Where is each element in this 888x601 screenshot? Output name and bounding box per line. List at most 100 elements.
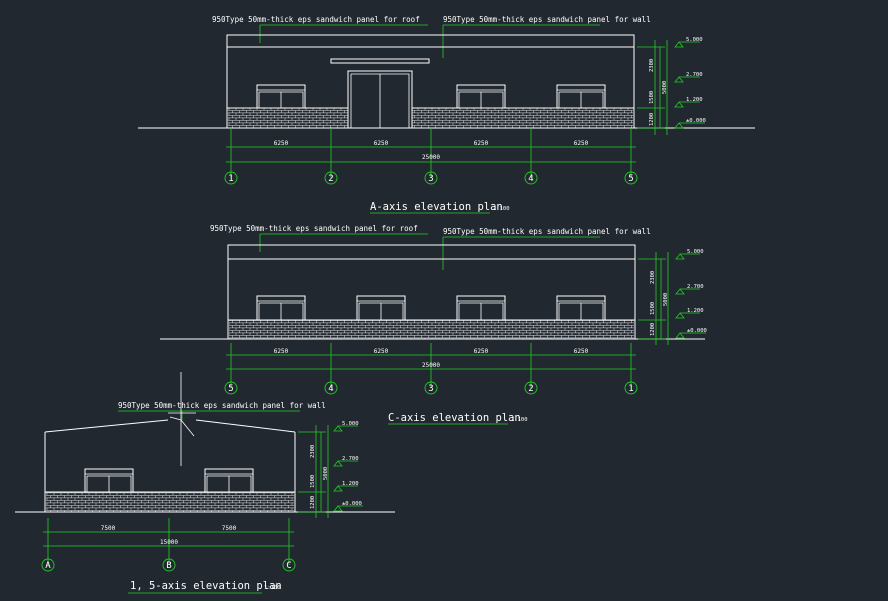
a-axis-bubble [624, 171, 638, 185]
a-vdim-3: 1200 [649, 113, 655, 126]
a-vdim-2: 1500 [649, 91, 655, 104]
a-axis-bubble [424, 171, 438, 185]
a-window-3 [556, 84, 606, 109]
c-vertical-dim-lines [638, 252, 669, 345]
c-window-4 [556, 295, 606, 321]
g-bay-dim-2: 7500 [222, 525, 237, 532]
a-axis-label: 1 [228, 174, 233, 184]
c-bay-dim-2: 6250 [374, 348, 389, 355]
c-level-2: 2.700 [687, 284, 704, 290]
g-vertical-dim-lines [298, 425, 329, 518]
g-axis-bubble [41, 558, 55, 572]
a-brick-base [228, 108, 633, 128]
a-vdim-1: 2300 [649, 59, 655, 72]
a-level-3: 1.200 [686, 97, 703, 103]
g-level-2: 2.700 [342, 456, 359, 462]
a-dim-lines [226, 128, 636, 178]
c-axis-label: 3 [428, 384, 433, 394]
c-overall-height: 5000 [663, 293, 669, 306]
a-level-1: 5.000 [686, 37, 703, 43]
a-door-canopy [330, 58, 430, 64]
c-roof-note: 950Type 50mm-thick eps sandwich panel fo… [210, 224, 418, 233]
a-axis-elevation: 950Type 50mm-thick eps sandwich panel fo… [138, 15, 755, 214]
g-level-marks [333, 425, 363, 512]
g-gable-outline [44, 419, 296, 512]
c-axis-bubble [524, 381, 538, 395]
g-overall-height: 5000 [323, 467, 329, 480]
g-window-1 [84, 468, 134, 493]
c-title: C-axis elevation plan [388, 412, 521, 424]
a-axis-label: 3 [428, 174, 433, 184]
g-window-2 [204, 468, 254, 493]
c-axis-bubble [424, 381, 438, 395]
c-axis-bubble [224, 381, 238, 395]
c-dim-lines [226, 343, 636, 388]
c-note-leaders [259, 233, 600, 270]
c-vdim-1: 2300 [650, 271, 656, 284]
g-axis-bubble [282, 558, 296, 572]
c-level-1: 5.000 [687, 249, 704, 255]
c-brick-base [229, 320, 634, 339]
a-bay-dim-3: 6250 [474, 140, 489, 147]
c-vdim-3: 1200 [650, 323, 656, 336]
c-scale: 1:100 [511, 417, 528, 423]
a-axis-label: 5 [628, 174, 633, 184]
c-axis-label: 1 [628, 384, 633, 394]
g-axis-label: B [166, 561, 171, 571]
g-dim-lines [43, 518, 294, 565]
a-scale: 1:100 [493, 206, 510, 212]
c-axis-elevation: 950Type 50mm-thick eps sandwich panel fo… [160, 224, 707, 425]
c-window-1 [256, 295, 306, 321]
a-level-4: ±0.000 [686, 118, 706, 124]
c-axis-label: 4 [328, 384, 333, 394]
a-axis-bubble [324, 171, 338, 185]
a-title: A-axis elevation plan [370, 201, 503, 213]
a-axis-bubble [224, 171, 238, 185]
g-level-3: 1.200 [342, 481, 359, 487]
g-axis-label: A [45, 561, 51, 571]
c-axis-bubble [324, 381, 338, 395]
a-window-1 [256, 84, 306, 109]
g-wall-note: 950Type 50mm-thick eps sandwich panel fo… [118, 401, 326, 410]
a-overall-height: 5000 [662, 81, 668, 94]
c-vdim-2: 1500 [650, 302, 656, 315]
a-window-2 [456, 84, 506, 109]
g-brick-base [46, 492, 294, 512]
g-axis-bubble [162, 558, 176, 572]
c-level-4: ±0.000 [687, 328, 707, 334]
g-scale: 1:100 [264, 585, 281, 591]
c-level-marks [675, 253, 706, 339]
c-axis-label: 5 [228, 384, 233, 394]
a-note-leaders [259, 24, 600, 58]
c-axis-bubble [624, 381, 638, 395]
c-wall-note: 950Type 50mm-thick eps sandwich panel fo… [443, 227, 651, 236]
c-axis-label: 2 [528, 384, 533, 394]
g-total-dim: 15000 [160, 539, 178, 546]
a-bay-dim-2: 6250 [374, 140, 389, 147]
a-bay-dim-4: 6250 [574, 140, 589, 147]
g-bay-dim-1: 7500 [101, 525, 116, 532]
a-axis-label: 2 [328, 174, 333, 184]
g-vdim-3: 1200 [310, 496, 316, 509]
a-vertical-dim-lines [637, 40, 668, 135]
c-bay-dim-1: 6250 [274, 348, 289, 355]
c-bay-dim-4: 6250 [574, 348, 589, 355]
g-axis-label: C [286, 561, 291, 571]
g-vdim-2: 1500 [310, 475, 316, 488]
c-bay-dim-3: 6250 [474, 348, 489, 355]
a-level-marks [674, 41, 705, 129]
a-roof-note: 950Type 50mm-thick eps sandwich panel fo… [212, 15, 420, 24]
a-axis-label: 4 [528, 174, 533, 184]
a-wall-note: 950Type 50mm-thick eps sandwich panel fo… [443, 15, 651, 24]
c-window-3 [456, 295, 506, 321]
c-total-dim: 25000 [422, 362, 440, 369]
a-axis-bubble [524, 171, 538, 185]
gable-elevation: 950Type 50mm-thick eps sandwich panel fo… [15, 372, 395, 594]
a-total-dim: 25000 [422, 154, 440, 161]
c-level-3: 1.200 [687, 308, 704, 314]
a-level-2: 2.700 [686, 72, 703, 78]
a-bay-dim-1: 6250 [274, 140, 289, 147]
c-window-2 [356, 295, 406, 321]
g-title: 1, 5-axis elevation plan [130, 580, 282, 592]
